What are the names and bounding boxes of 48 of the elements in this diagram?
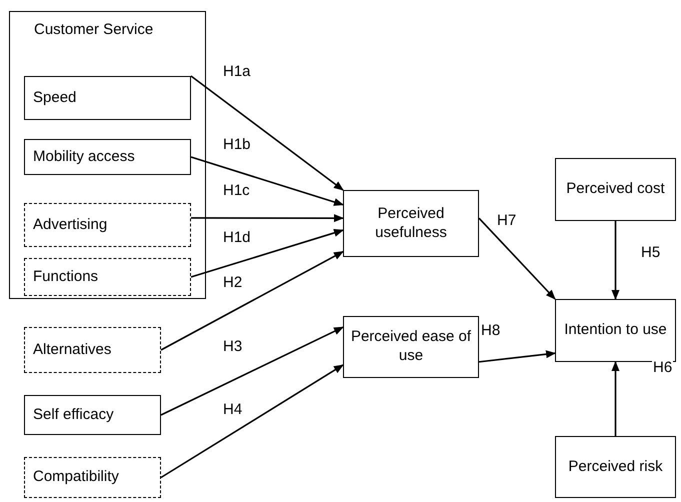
construct-label: Perceived risk — [568, 458, 663, 476]
construct-label: Compatibility — [32, 468, 120, 487]
construct-box — [24, 258, 191, 296]
arrow — [478, 218, 556, 300]
construct-box — [343, 190, 479, 257]
construct-box — [24, 76, 191, 120]
edge-label: H1c — [222, 183, 251, 198]
construct-label: Mobility access — [32, 148, 136, 166]
group-title: Customer Service — [34, 21, 154, 40]
arrow — [191, 214, 344, 222]
edge-label: H5 — [640, 245, 662, 260]
arrow — [160, 250, 344, 351]
group-box — [9, 11, 206, 299]
construct-box — [24, 327, 161, 373]
edge-label: H8 — [480, 323, 502, 338]
construct-label: Functions — [32, 268, 100, 286]
edge-label: H1b — [222, 137, 252, 152]
arrow — [478, 350, 556, 363]
edge-label: H3 — [222, 339, 244, 354]
construct-box — [24, 139, 191, 175]
construct-box — [343, 316, 479, 378]
construct-box — [24, 457, 161, 498]
edge-label: H1d — [222, 230, 252, 245]
edge-label: H6 — [652, 360, 674, 375]
construct-label: Alternatives — [32, 340, 112, 360]
edge-label: H4 — [222, 402, 244, 417]
construct-box — [24, 395, 161, 435]
arrow — [612, 221, 620, 300]
construct-box — [555, 436, 676, 498]
arrow — [190, 75, 344, 191]
arrow — [160, 364, 344, 478]
construct-label: Speed — [32, 88, 78, 108]
construct-label: Perceived usefulness — [374, 204, 448, 242]
arrow — [190, 156, 344, 206]
edge-label: H7 — [496, 213, 518, 228]
construct-box — [555, 158, 676, 221]
construct-box — [24, 203, 191, 247]
edge-label: H2 — [222, 275, 244, 290]
construct-label: Advertising — [32, 216, 108, 234]
construct-box — [555, 299, 676, 362]
arrow — [160, 326, 344, 416]
edge-label: H1a — [222, 64, 252, 79]
construct-label: Perceived cost — [566, 180, 665, 199]
arrow — [190, 229, 344, 278]
arrow — [612, 361, 620, 436]
construct-label: Perceived ease of use — [350, 328, 472, 366]
construct-label: Self efficacy — [32, 406, 115, 424]
construct-label: Intention to use — [564, 321, 667, 340]
